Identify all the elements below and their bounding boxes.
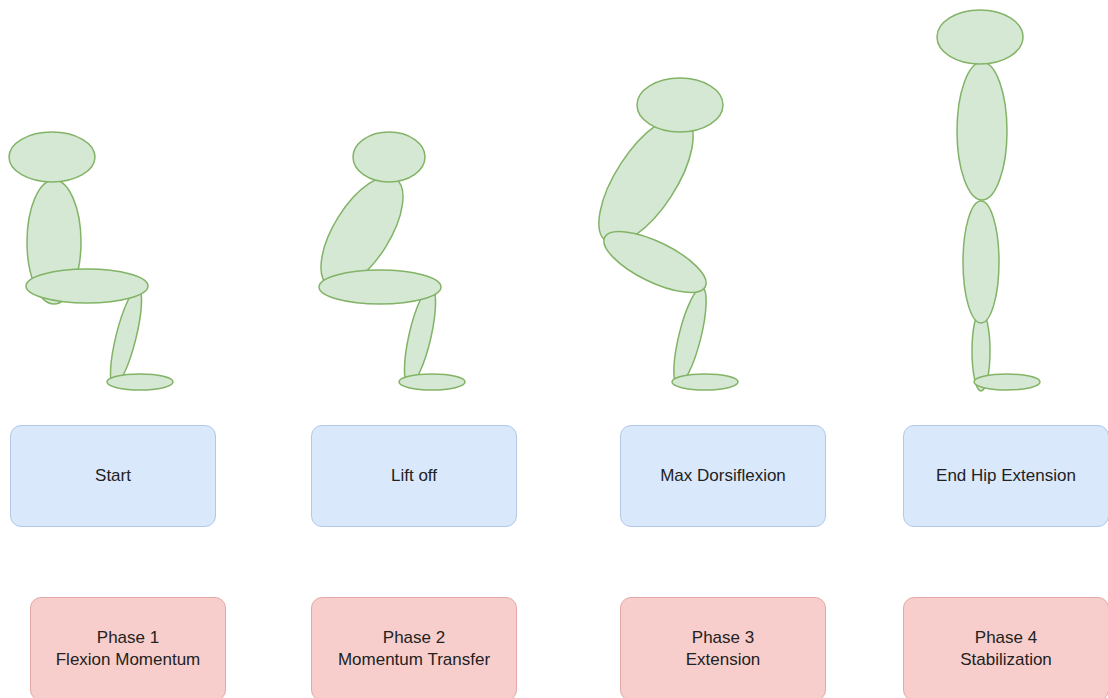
event-box: Start (10, 425, 216, 527)
box-sublabel: Flexion Momentum (56, 649, 201, 671)
thigh-segment (319, 270, 441, 304)
box-sublabel: Stabilization (960, 649, 1052, 671)
head-segment (9, 132, 95, 182)
event-box: End Hip Extension (903, 425, 1108, 527)
thigh-segment (26, 269, 148, 303)
box-label: Phase 1 (97, 627, 159, 649)
thigh-segment (596, 219, 714, 304)
shank-segment (667, 285, 713, 387)
foot-segment (107, 374, 173, 390)
phase-box: Phase 3Extension (620, 597, 826, 698)
box-sublabel: Momentum Transfer (338, 649, 490, 671)
head-segment (353, 132, 425, 182)
box-label: Max Dorsiflexion (660, 465, 786, 487)
phase-box: Phase 1Flexion Momentum (30, 597, 226, 698)
box-label: End Hip Extension (936, 465, 1076, 487)
thigh-segment (963, 201, 999, 323)
box-label: Phase 4 (975, 627, 1037, 649)
phase-box: Phase 2Momentum Transfer (311, 597, 517, 698)
torso-segment (957, 62, 1007, 200)
head-segment (937, 10, 1023, 64)
box-label: Phase 2 (383, 627, 445, 649)
box-sublabel: Extension (686, 649, 761, 671)
foot-segment (672, 374, 738, 390)
box-label: Phase 3 (692, 627, 754, 649)
box-label: Start (95, 465, 131, 487)
event-box: Max Dorsiflexion (620, 425, 826, 527)
box-label: Lift off (391, 465, 437, 487)
phase-box: Phase 4Stabilization (903, 597, 1108, 698)
event-box: Lift off (311, 425, 517, 527)
foot-segment (399, 374, 465, 390)
foot-segment (974, 374, 1040, 390)
head-segment (637, 78, 723, 132)
